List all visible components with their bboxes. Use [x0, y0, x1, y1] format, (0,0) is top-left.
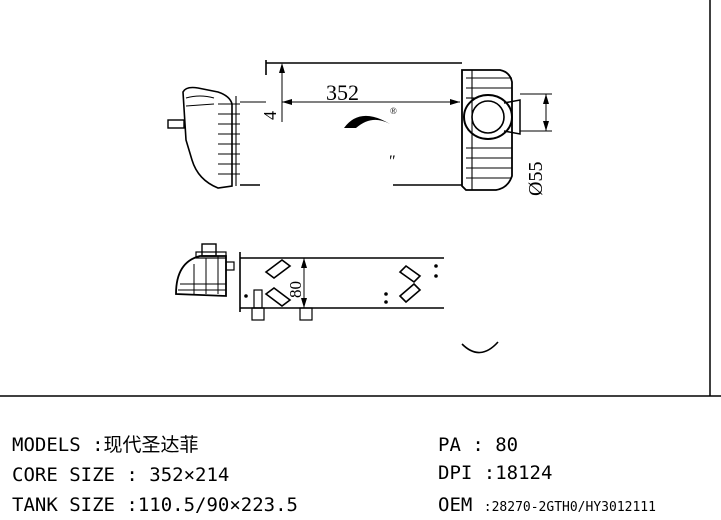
quote-mark: " — [388, 153, 395, 170]
spec-oem-value: :28270-2GTH0/HY3012111 — [483, 500, 656, 515]
dim-thickness: 4 — [260, 111, 280, 120]
brand-logo-mark — [344, 115, 390, 128]
registered-mark: ® — [390, 106, 397, 116]
dim-diameter: Ø55 — [525, 162, 547, 196]
top-left-tank — [175, 255, 227, 297]
left-tank — [182, 86, 233, 189]
dim-core-length: 352 — [326, 80, 359, 105]
spec-oem-label: OEM — [438, 494, 484, 516]
dim-tank-height: 80 — [286, 281, 305, 298]
partial-arc — [461, 341, 499, 354]
front-view — [167, 60, 552, 191]
spec-oem: OEM :28270-2GTH0/HY3012111 — [438, 494, 656, 519]
spec-core-size: CORE SIZE : 352×214 — [12, 464, 230, 486]
top-view — [175, 243, 499, 354]
spec-models: MODELS :现代圣达菲 — [12, 434, 199, 456]
right-tank — [461, 69, 513, 191]
spec-pa: PA : 80 — [438, 434, 519, 456]
spec-dpi: DPI :18124 — [438, 462, 553, 484]
spec-tank-size: TANK SIZE :110.5/90×223.5 — [12, 494, 298, 516]
